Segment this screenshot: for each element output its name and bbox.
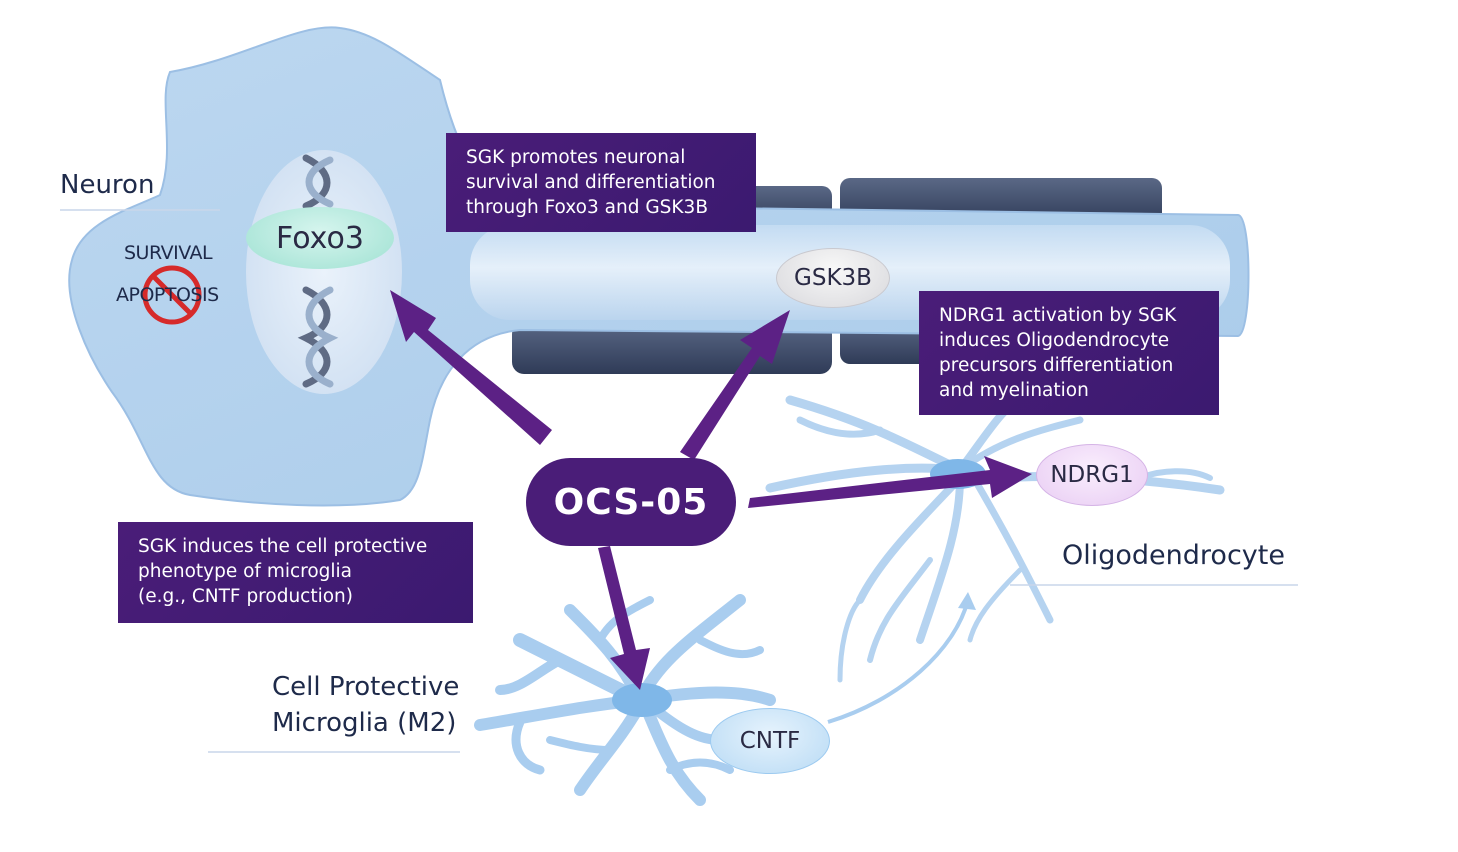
neuron-label: Neuron	[60, 170, 155, 200]
cntf-arrow-head	[958, 592, 976, 610]
foxo3-node: Foxo3	[246, 207, 394, 269]
ndrg1-activation-line: precursors differentiation	[939, 355, 1174, 376]
sgk-microglia-line: SGK induces the cell protective	[138, 536, 428, 557]
survival-label: SURVIVAL	[124, 242, 213, 264]
sgk-neuronal-line: SGK promotes neuronal	[466, 147, 686, 168]
sgk-neuronal-line: through Foxo3 and GSK3B	[466, 197, 709, 218]
ndrg1-node: NDRG1	[1036, 444, 1148, 506]
microglia-nucleus	[612, 683, 672, 717]
gsk3b-node: GSK3B	[776, 248, 890, 308]
microglia-label-line2: Microglia (M2)	[272, 708, 457, 738]
cntf-arrow	[827, 599, 970, 724]
sgk-microglia-box: SGK induces the cell protective phenotyp…	[118, 522, 473, 623]
ndrg1-activation-line: and myelination	[939, 380, 1089, 401]
oligodendrocyte-label: Oligodendrocyte	[1062, 540, 1285, 571]
ocs05-node: OCS-05	[526, 458, 736, 546]
apoptosis-label: APOPTOSIS	[116, 284, 219, 306]
sgk-neuronal-box: SGK promotes neuronal survival and diffe…	[446, 133, 756, 232]
ndrg1-activation-box: NDRG1 activation by SGK induces Oligoden…	[919, 291, 1219, 415]
ndrg1-activation-line: NDRG1 activation by SGK	[939, 305, 1177, 326]
sgk-microglia-line: phenotype of microglia	[138, 561, 353, 582]
ndrg1-activation-line: induces Oligodendrocyte	[939, 330, 1170, 351]
sgk-microglia-line: (e.g., CNTF production)	[138, 586, 353, 607]
cntf-node: CNTF	[710, 708, 830, 774]
no-sign-icon	[142, 265, 202, 325]
dna-helix-icon	[297, 154, 339, 388]
sgk-neuronal-line: survival and differentiation	[466, 172, 716, 193]
oligodendrocyte-cell	[765, 386, 1225, 683]
ocs05-arrows	[390, 290, 1032, 690]
microglia-label-line1: Cell Protective	[272, 672, 460, 702]
